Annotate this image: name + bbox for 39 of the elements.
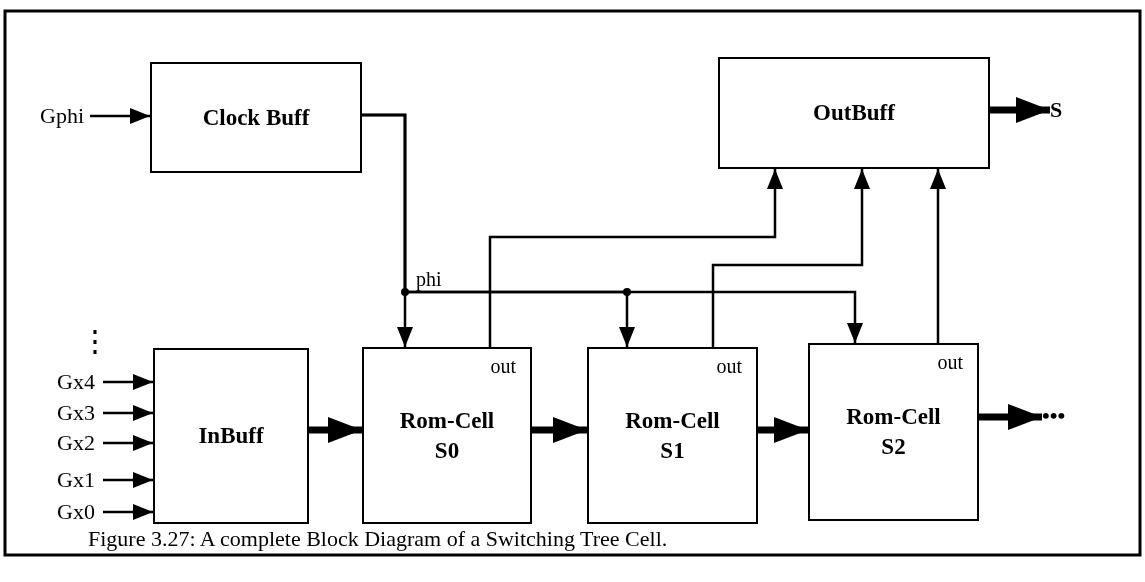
block-name: Rom-Cell S2: [845, 403, 942, 461]
figure-caption: Figure 3.27: A complete Block Diagram of a Switching Tree Cell.: [88, 526, 668, 552]
port-label: out: [716, 355, 742, 378]
block-name: Rom-Cell S1: [624, 406, 721, 465]
block-box: [587, 347, 758, 524]
signal-label: •••: [1042, 402, 1080, 430]
arrow: [532, 417, 587, 443]
block-box: [150, 62, 362, 173]
arrow: [103, 435, 153, 451]
arrow: [488, 169, 783, 347]
signal-label: Gx3: [57, 399, 103, 427]
block-box: [153, 348, 309, 524]
signal-name: phi: [416, 268, 442, 291]
port-label: out: [490, 355, 516, 378]
port-label: out: [937, 351, 963, 374]
block-box: [718, 57, 990, 169]
block-name: InBuff: [198, 422, 264, 451]
signal-label: Gx2: [57, 429, 103, 457]
signal-label: Gx1: [57, 466, 103, 494]
block-name: Rom-Cell S0: [398, 406, 496, 465]
arrow: [758, 417, 808, 443]
arrow: [103, 504, 153, 520]
block-box: [362, 347, 532, 524]
signal-label: S: [1050, 96, 1072, 124]
arrow: [930, 169, 946, 343]
arrow: [711, 169, 870, 347]
arrow: [309, 417, 362, 443]
signal-label: Gx0: [57, 498, 103, 526]
signal-label: Gx4: [57, 368, 103, 396]
block-box: [808, 343, 979, 521]
vertical-ellipsis: ⋮: [80, 326, 110, 356]
arrow: [103, 472, 153, 488]
signal-label: Gphi: [40, 102, 90, 130]
arrow: [90, 108, 150, 124]
arrow: [103, 374, 153, 390]
block-name: OutBuff: [813, 99, 895, 128]
arrow: [362, 113, 863, 343]
block-name: Clock Buff: [202, 103, 310, 132]
arrow: [103, 405, 153, 421]
